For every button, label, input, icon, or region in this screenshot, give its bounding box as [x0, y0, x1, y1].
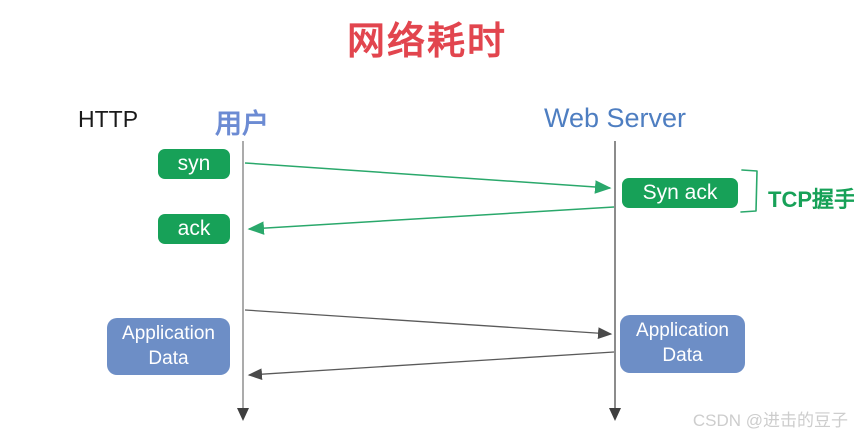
- client-lifeline-end-arrow-icon: [237, 408, 249, 421]
- server-lane-label: Web Server: [543, 103, 687, 133]
- server-lifeline-end-arrow-icon: [609, 408, 621, 421]
- page-title: 网络耗时: [346, 21, 507, 63]
- ack-message-label: ack: [177, 217, 211, 240]
- protocol-label: HTTP: [78, 106, 139, 132]
- tcp-handshake-label: TCP握手: [768, 187, 854, 212]
- syn-ack-message-label: Syn ack: [642, 181, 718, 204]
- server-app-data-line1: Application: [636, 320, 729, 342]
- server-app-data-line2: Data: [662, 345, 703, 366]
- syn-arrow: [244, 162, 612, 194]
- syn-message-box: syn: [158, 149, 230, 179]
- app-data-response-arrow: [247, 351, 615, 381]
- server-app-data-box: Application Data: [620, 315, 745, 373]
- ack-message-box: ack: [158, 214, 230, 244]
- client-app-data-line1: Application: [122, 322, 215, 344]
- app-data-request-arrow: [244, 309, 613, 339]
- csdn-watermark: CSDN @进击的豆子: [692, 411, 848, 430]
- client-app-data-box: Application Data: [107, 318, 230, 375]
- client-app-data-line2: Data: [148, 347, 189, 369]
- client-lane-label: 用户: [215, 109, 269, 139]
- syn-message-label: syn: [177, 152, 211, 175]
- syn-ack-arrow: [247, 206, 615, 235]
- syn-ack-message-box: Syn ack: [622, 178, 738, 208]
- tcp-handshake-bracket: [740, 169, 758, 213]
